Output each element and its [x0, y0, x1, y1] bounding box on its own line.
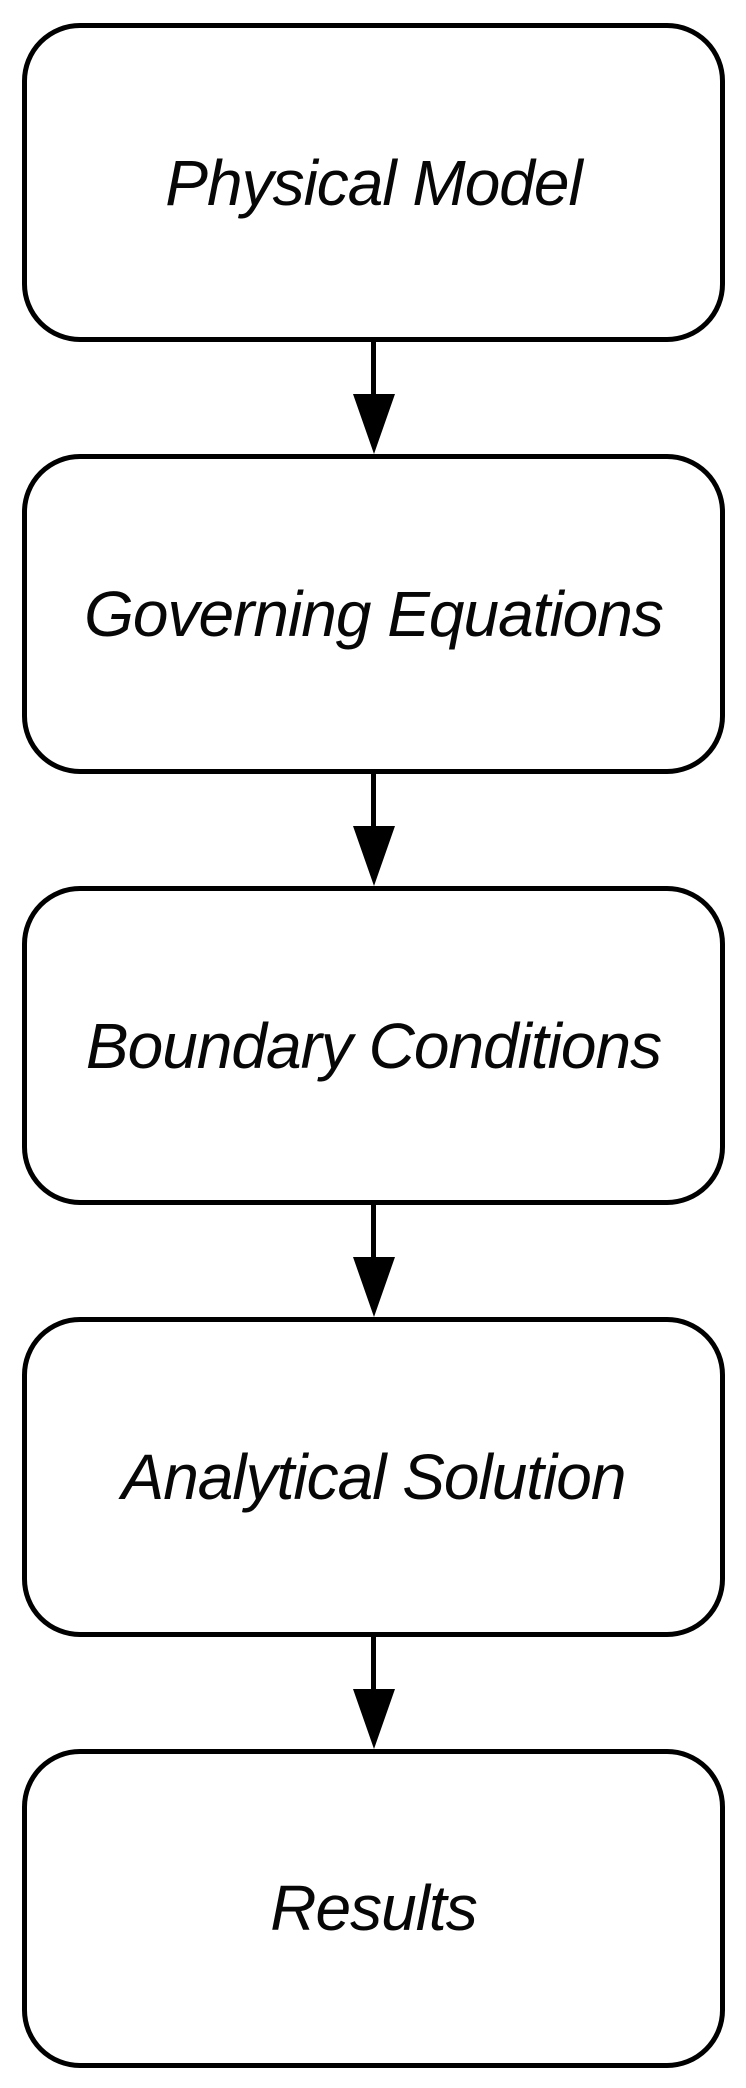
edge-analytical-solution-to-results	[352, 1636, 395, 1749]
edge-governing-equations-to-boundary-conditions	[352, 773, 395, 886]
node-physical-model: Physical Model	[22, 23, 725, 343]
node-governing-equations: Governing Equations	[22, 454, 725, 774]
node-results-label: Results	[270, 1872, 477, 1945]
node-analytical-solution: Analytical Solution	[22, 1317, 725, 1637]
edge-physical-model-to-governing-equations	[352, 342, 395, 455]
arrow-line	[371, 1636, 376, 1689]
node-physical-model-label: Physical Model	[165, 146, 582, 219]
node-boundary-conditions-label: Boundary Conditions	[85, 1009, 662, 1082]
arrow-down-icon	[352, 1688, 395, 1749]
arrow-down-icon	[352, 825, 395, 886]
arrow-line	[371, 342, 376, 395]
node-analytical-solution-label: Analytical Solution	[121, 1440, 627, 1513]
edge-boundary-conditions-to-analytical-solution	[352, 1205, 395, 1318]
node-governing-equations-label: Governing Equations	[84, 578, 664, 651]
arrow-line	[371, 773, 376, 826]
arrow-down-icon	[352, 394, 395, 455]
node-boundary-conditions: Boundary Conditions	[22, 885, 725, 1206]
arrow-line	[371, 1205, 376, 1258]
node-results: Results	[22, 1748, 725, 2069]
arrow-down-icon	[352, 1257, 395, 1318]
